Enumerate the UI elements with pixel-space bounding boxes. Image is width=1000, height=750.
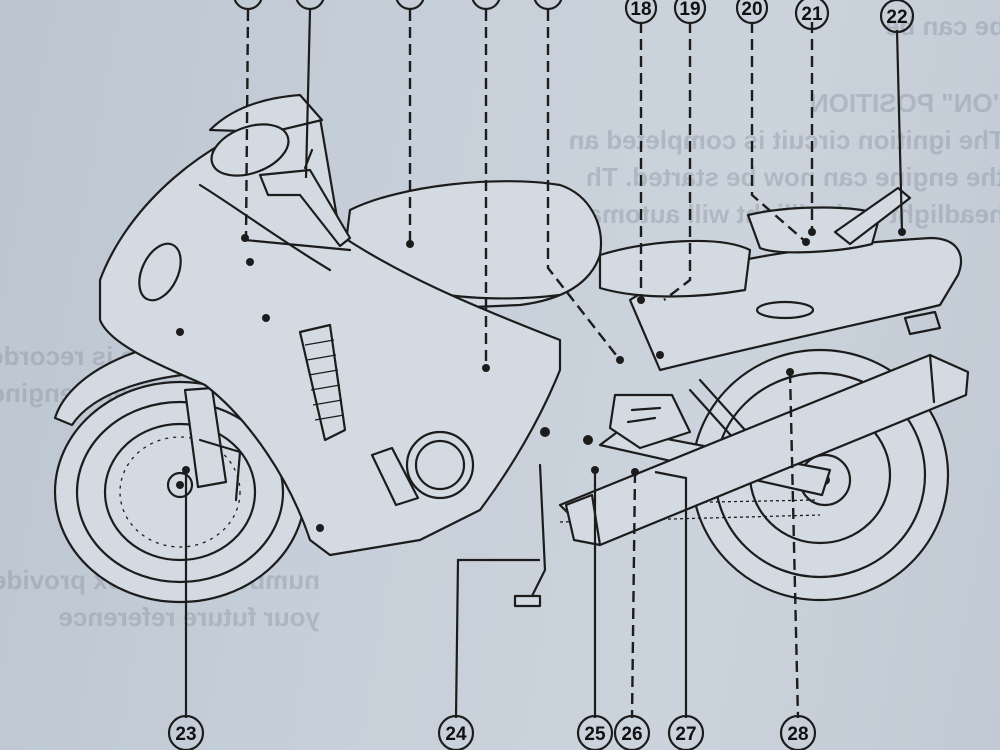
side-stand <box>513 463 547 608</box>
callout-number: 23 <box>175 724 196 745</box>
callout-number: 24 <box>445 724 467 745</box>
callout-number: 19 <box>679 0 700 20</box>
callout-number: 28 <box>787 724 808 745</box>
callout-number: 21 <box>801 4 823 25</box>
callout-19: 19 <box>673 0 707 25</box>
callout-21: 21 <box>794 0 830 31</box>
callout-number: 20 <box>741 0 762 20</box>
callout-22: 22 <box>879 0 915 34</box>
callout-number: 25 <box>584 724 606 745</box>
callout-number: 26 <box>621 724 642 745</box>
cropped-callouts <box>233 0 563 11</box>
grab-handle <box>833 186 912 246</box>
callout-26: 26 <box>613 714 651 750</box>
callout-23: 23 <box>167 714 205 750</box>
callout-number: 22 <box>886 7 907 28</box>
callout-25: 25 <box>576 714 614 750</box>
callout-27: 27 <box>667 714 705 750</box>
front-signal-mirror <box>210 123 290 177</box>
rider-seat <box>598 239 752 298</box>
lower-fairing-vent <box>370 430 475 507</box>
footrest-bracket <box>608 393 692 450</box>
callout-number: 18 <box>630 0 651 20</box>
callout-24: 24 <box>437 714 475 750</box>
exhaust-muffler <box>558 353 970 547</box>
callout-20: 20 <box>735 0 769 25</box>
radiator-vent <box>298 323 347 442</box>
callout-number: 27 <box>675 724 696 745</box>
rear-shock <box>688 378 747 442</box>
callout-18: 18 <box>624 0 658 25</box>
callout-28: 28 <box>779 714 817 750</box>
top-leader-lines <box>244 9 906 372</box>
bottom-leader-lines <box>182 368 800 719</box>
front-fork <box>183 386 242 502</box>
